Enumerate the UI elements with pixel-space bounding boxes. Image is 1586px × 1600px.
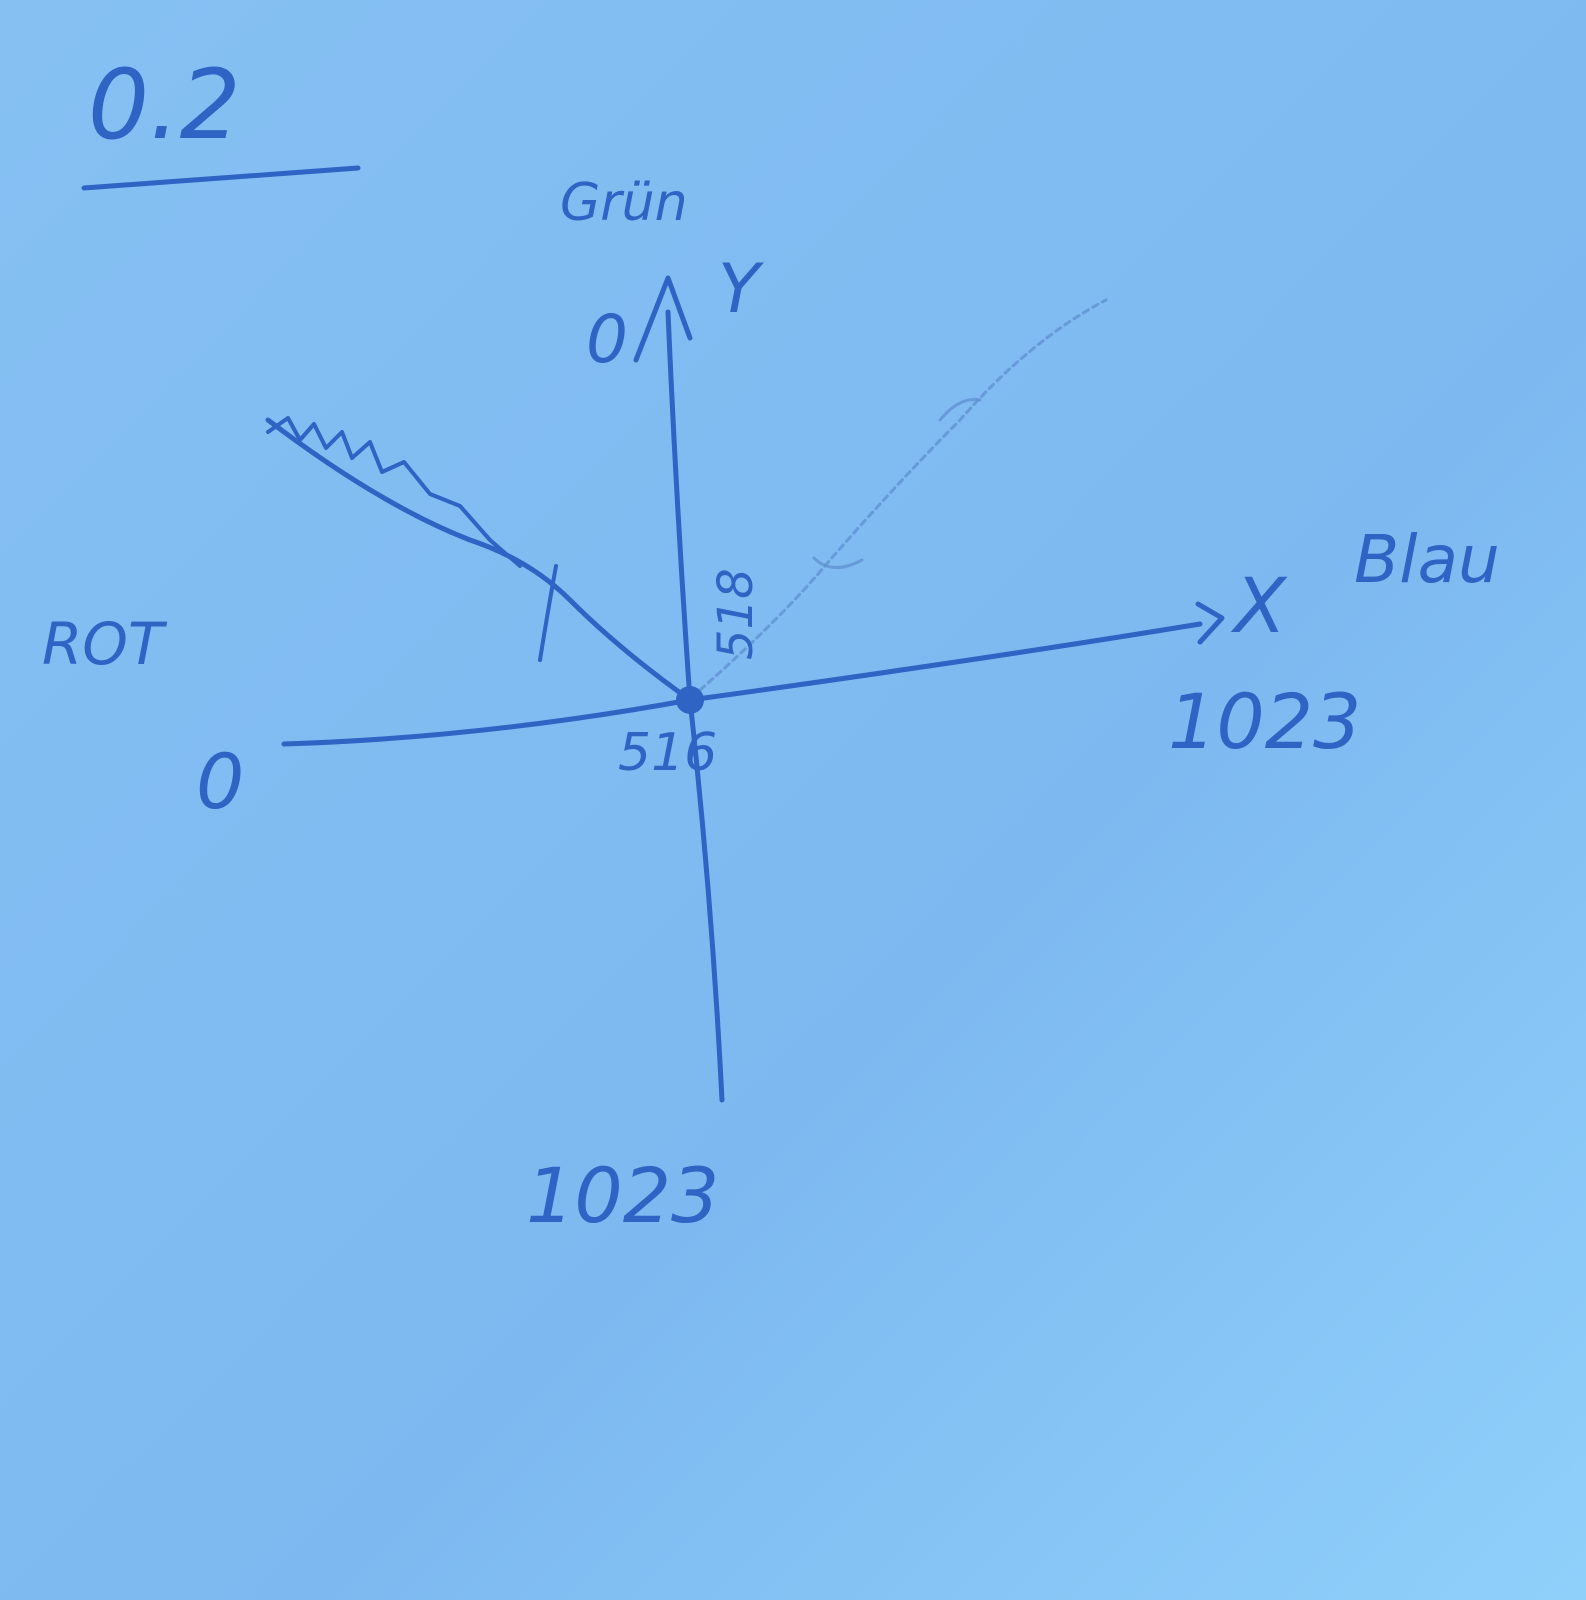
blue-axis-letter: X	[1230, 561, 1288, 650]
center-point	[676, 686, 704, 714]
green-axis-arrowhead	[633, 275, 693, 363]
pencil-diagonal-line	[698, 298, 1108, 692]
title-underline	[81, 165, 361, 191]
page-title: 0.2	[88, 49, 241, 161]
green-axis-top-value: 0	[586, 301, 628, 378]
center-x-value: 516	[618, 723, 717, 783]
green-axis-bottom-value: 1023	[526, 1151, 719, 1240]
green-axis-letter: Y	[718, 250, 764, 329]
red-axis-left-value: 0	[196, 737, 244, 826]
red-axis-label: ROT	[42, 610, 168, 678]
red-axis-tick	[538, 564, 558, 662]
blue-axis-right-value: 1023	[1168, 677, 1361, 766]
red-axis-hatching	[266, 416, 522, 568]
green-axis-label: Grün	[560, 173, 688, 233]
center-y-value: 518	[708, 568, 764, 660]
blue-axis-arrowhead	[1195, 601, 1225, 645]
blue-axis-label: Blau	[1354, 521, 1500, 598]
pencil-diagonal-marks	[812, 397, 982, 569]
